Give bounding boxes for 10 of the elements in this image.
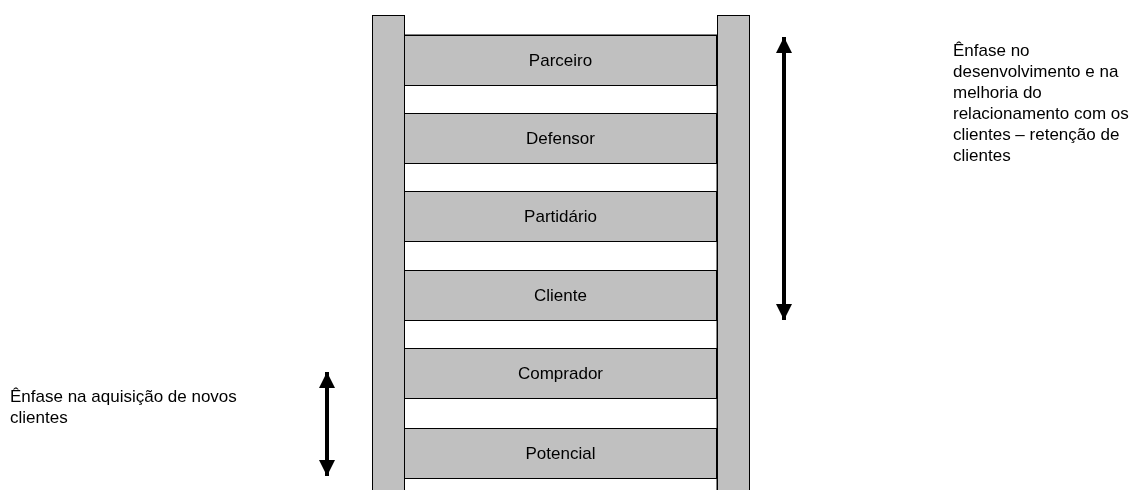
annotation-text: Ênfase no desenvolvimento e na melhoria do relacionamento com os clientes – retenção de clientes — [953, 40, 1130, 166]
ladder-rail — [717, 15, 750, 490]
ladder-rung: Comprador — [404, 348, 717, 399]
ladder-rung: Parceiro — [404, 35, 717, 86]
ladder-rail — [372, 15, 405, 490]
ladder-rung: Partidário — [404, 191, 717, 242]
ladder-rung: Cliente — [404, 270, 717, 321]
ladder-rung: Potencial — [404, 428, 717, 479]
ladder-rung: Defensor — [404, 113, 717, 164]
annotation-text: Ênfase na aquisição de novos clientes — [10, 386, 238, 428]
